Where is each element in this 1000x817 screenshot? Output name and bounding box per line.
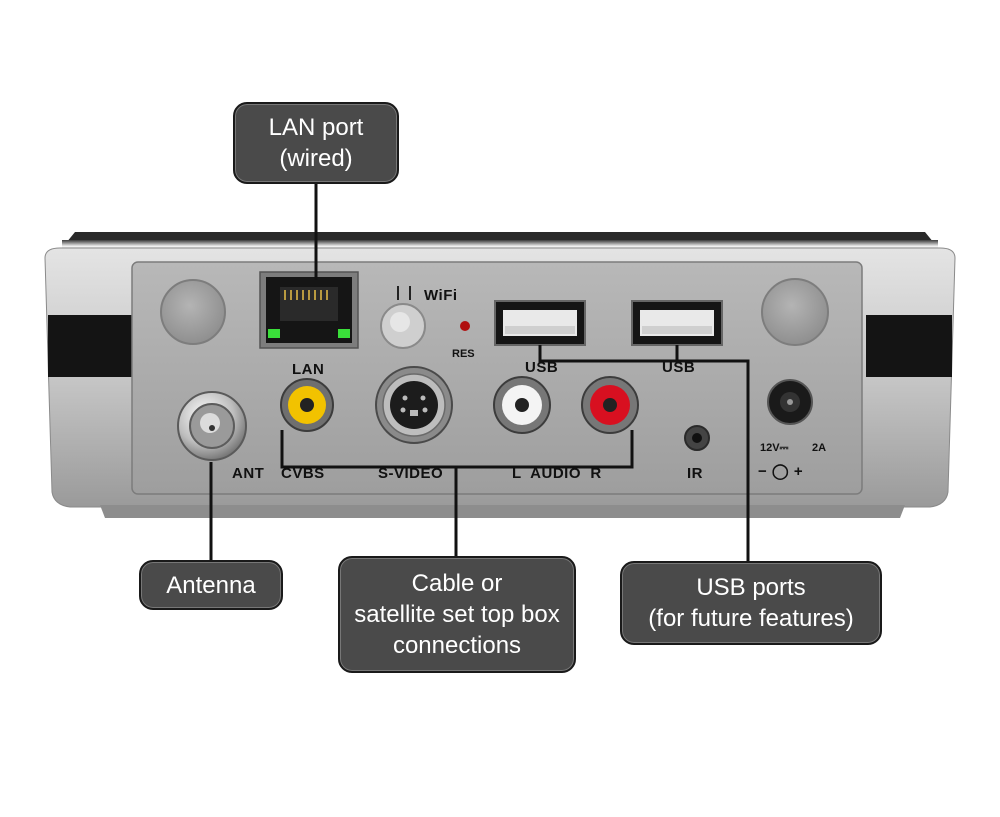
res-label: RES bbox=[452, 348, 475, 360]
usb-port-left[interactable] bbox=[494, 300, 586, 346]
left-pad bbox=[160, 279, 226, 345]
svideo-jack[interactable] bbox=[375, 366, 453, 444]
lan-callout-line2: (wired) bbox=[279, 145, 353, 172]
audio-left-jack[interactable] bbox=[493, 376, 551, 434]
ir-label: IR bbox=[687, 465, 703, 482]
device-body bbox=[44, 232, 956, 518]
usb-port-right[interactable] bbox=[631, 300, 723, 346]
antenna-callout-line1: Antenna bbox=[166, 571, 256, 599]
usb-bracket-left bbox=[538, 345, 677, 363]
antenna-callout: Antenna bbox=[139, 560, 283, 610]
audio-right-jack[interactable] bbox=[581, 376, 639, 434]
cable-callout-line1: Cable or bbox=[411, 570, 503, 597]
ir-jack[interactable] bbox=[684, 425, 710, 451]
usb-label-left: USB bbox=[525, 359, 558, 376]
lan-led-left bbox=[268, 329, 280, 338]
lan-led-right bbox=[338, 329, 350, 338]
right-pad bbox=[761, 278, 829, 346]
rear-panel bbox=[131, 261, 863, 495]
cable-callout-line2: satellite set top box bbox=[354, 601, 560, 628]
power-jack[interactable] bbox=[767, 379, 813, 425]
cable-callout: Cable or satellite set top box connectio… bbox=[338, 556, 576, 673]
usb-label-right: USB bbox=[662, 359, 695, 376]
usb-leader-line bbox=[675, 345, 750, 561]
power-amps-label: 2A bbox=[812, 442, 826, 454]
usb-ports-callout: USB ports (for future features) bbox=[620, 561, 882, 645]
antenna-connector[interactable] bbox=[177, 391, 247, 461]
lan-label: LAN bbox=[292, 361, 324, 378]
cable-callout-line3: connections bbox=[392, 632, 522, 659]
ant-label: ANT bbox=[232, 465, 264, 482]
audio-label: L AUDIO R bbox=[512, 465, 602, 482]
right-black-band bbox=[866, 315, 952, 377]
lan-port[interactable] bbox=[259, 271, 359, 349]
cvbs-jack[interactable] bbox=[280, 378, 334, 432]
wifi-label: WiFi bbox=[424, 287, 458, 304]
power-volts-label: 12V⎓ bbox=[760, 442, 789, 454]
svideo-label: S-VIDEO bbox=[378, 465, 443, 482]
left-black-band bbox=[48, 315, 132, 377]
usb-callout-line1: USB ports bbox=[696, 574, 806, 601]
wifi-connector bbox=[380, 286, 426, 349]
lan-callout-line1: LAN port bbox=[268, 114, 364, 141]
usb-callout-line2: (for future features) bbox=[648, 605, 854, 632]
cvbs-label: CVBS bbox=[281, 465, 325, 482]
power-polarity-label: − ◯ + bbox=[758, 463, 803, 481]
res-led bbox=[460, 321, 470, 331]
lan-port-callout: LAN port (wired) bbox=[233, 102, 399, 184]
leader-lines bbox=[209, 184, 750, 561]
